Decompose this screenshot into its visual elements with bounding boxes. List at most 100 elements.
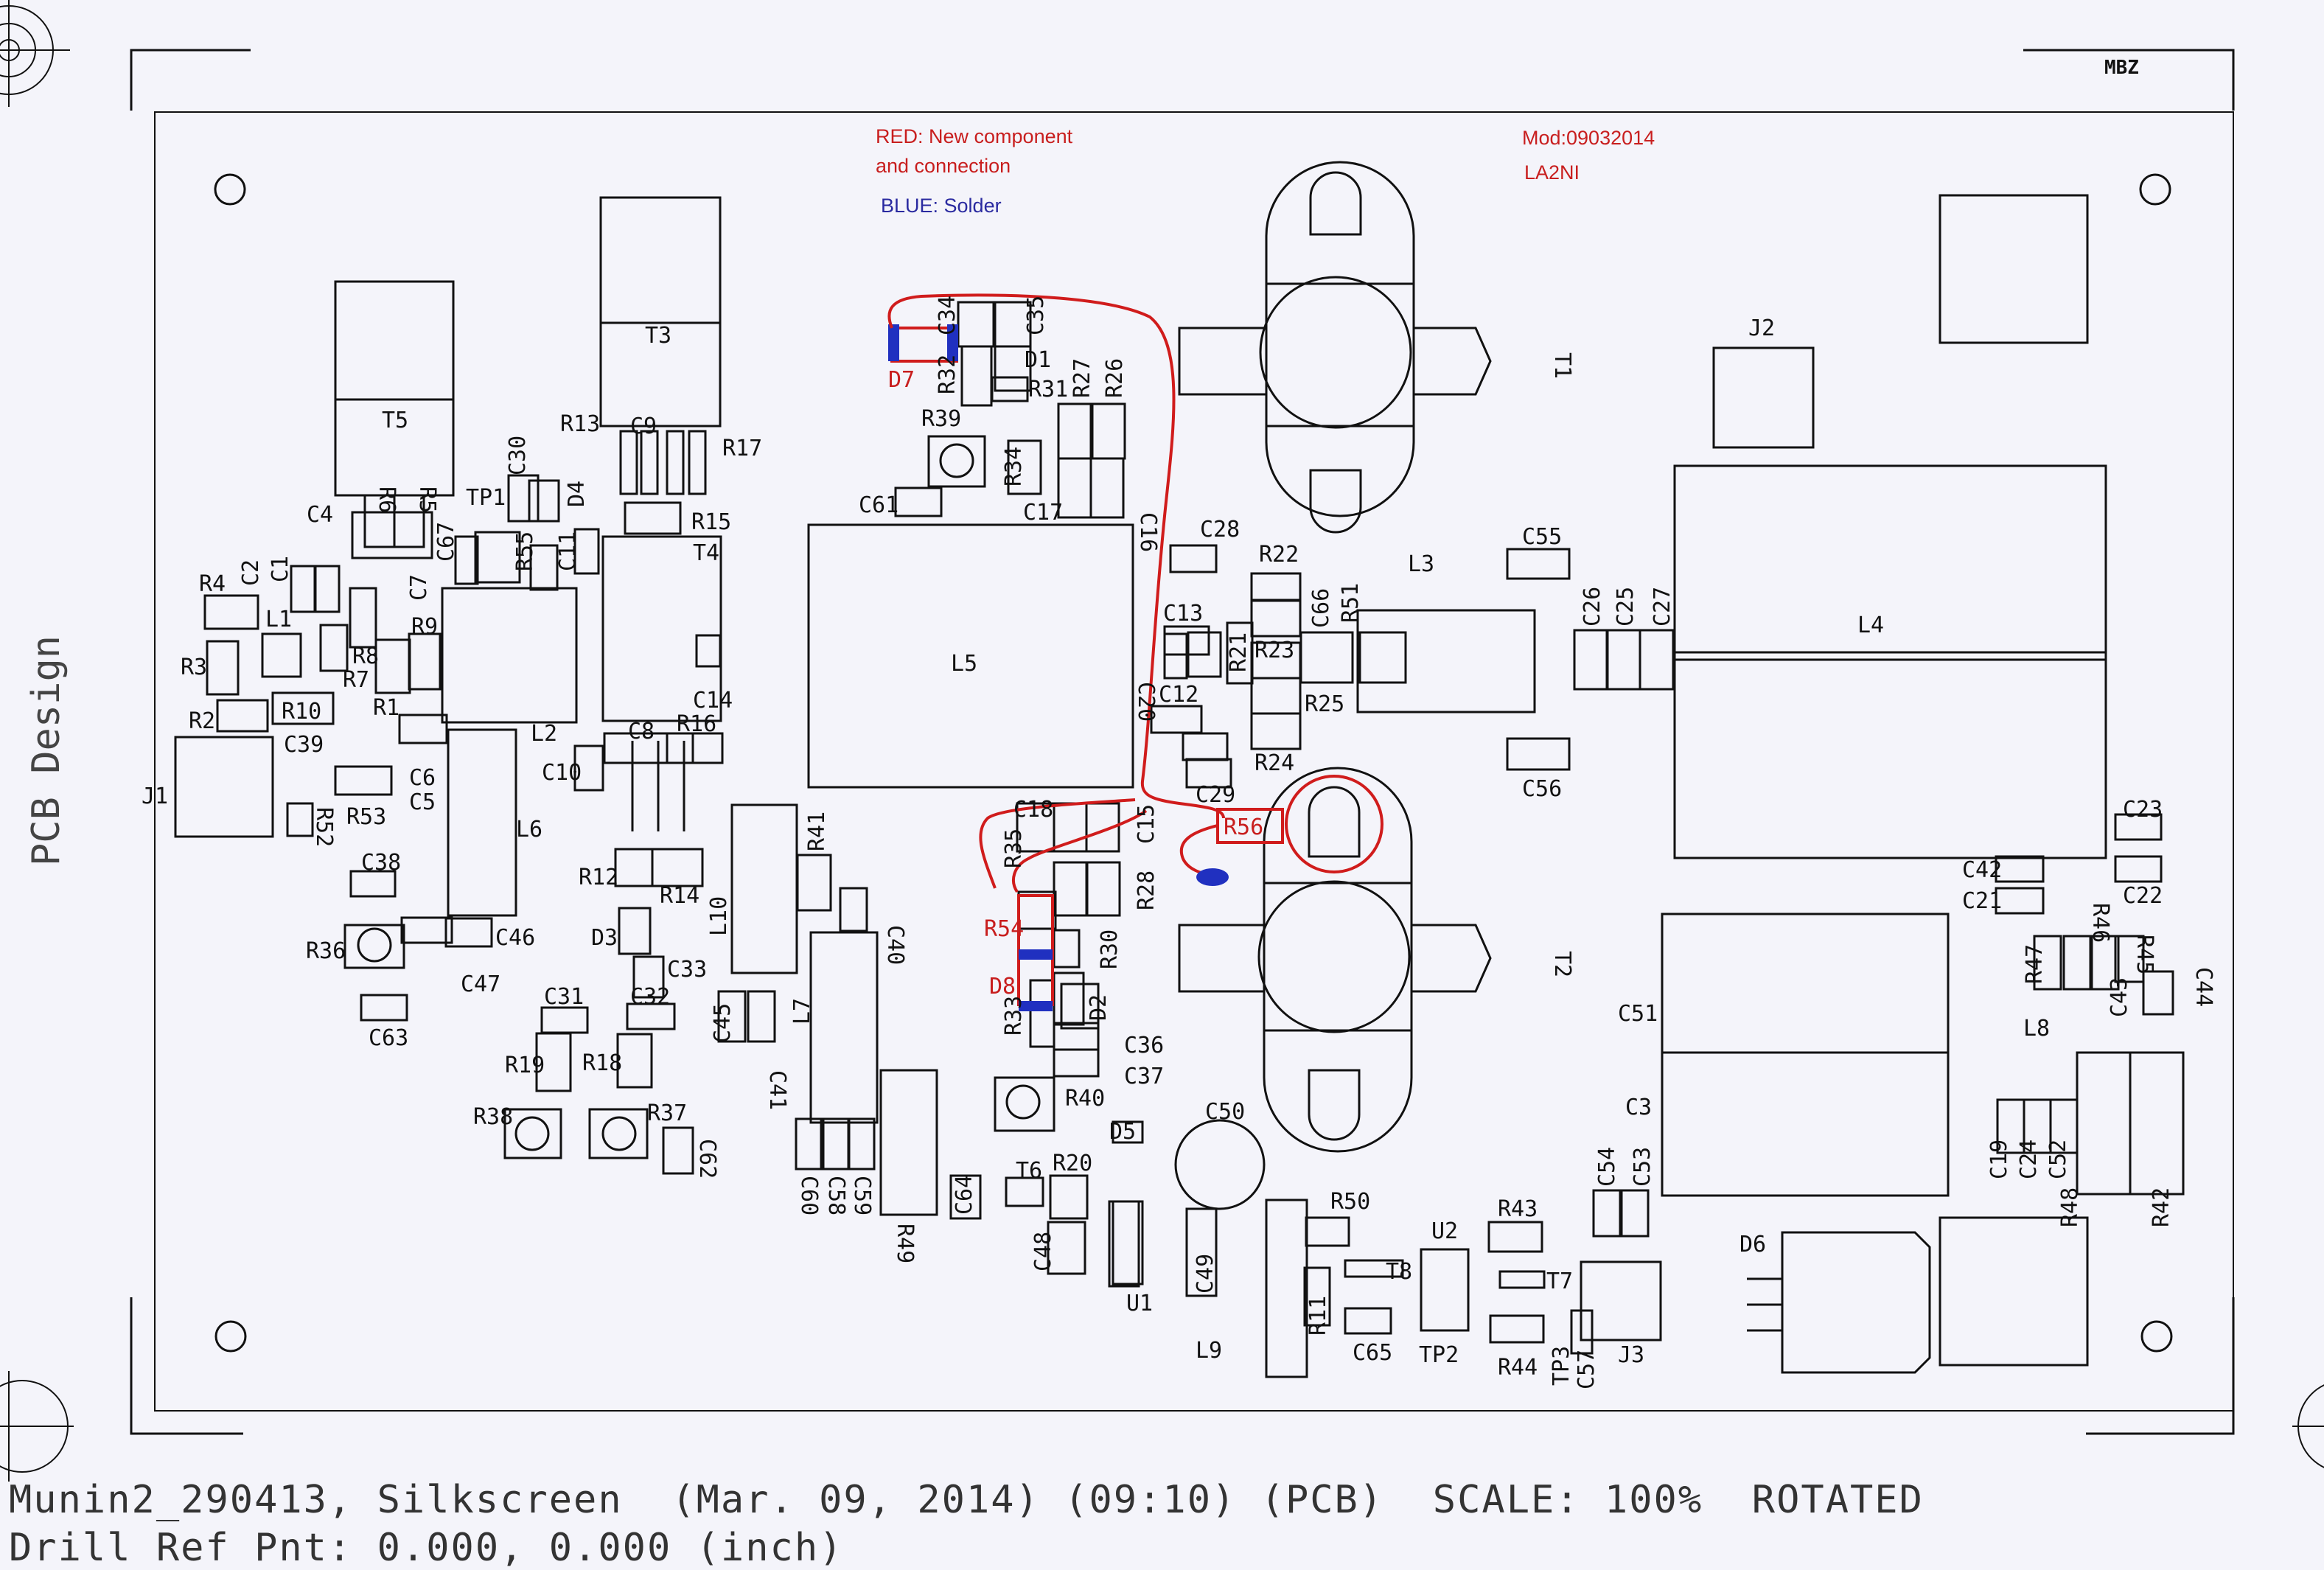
label-TP3: TP3 (1549, 1346, 1574, 1386)
label-C2: C2 (238, 559, 264, 586)
label-C5: C5 (409, 789, 436, 815)
label-R52: R52 (311, 807, 337, 847)
label-C64: C64 (952, 1175, 977, 1215)
label-R8: R8 (352, 643, 379, 669)
registration-mark-bottom-right (2292, 1384, 2324, 1468)
label-R3: R3 (181, 655, 207, 680)
label-C38: C38 (361, 850, 401, 876)
reference-designators: T5 T3 T4 T1 T2 T6 T7 T8 L1 L2 L3 L4 L5 L… (142, 296, 2216, 1389)
label-R51: R51 (1338, 583, 1364, 623)
label-R25: R25 (1305, 691, 1344, 717)
label-R39: R39 (921, 406, 961, 432)
label-R22: R22 (1259, 542, 1299, 568)
label-D5: D5 (1109, 1119, 1136, 1145)
label-D7: D7 (888, 367, 915, 393)
label-C59: C59 (849, 1176, 875, 1215)
label-L1: L1 (265, 607, 292, 632)
label-R7: R7 (343, 667, 369, 693)
mounting-holes (214, 173, 2173, 1353)
label-C55: C55 (1522, 524, 1562, 550)
modification-overlay (887, 293, 1383, 1011)
label-J3: J3 (1618, 1342, 1644, 1368)
label-U2: U2 (1431, 1218, 1458, 1244)
label-C23: C23 (2123, 797, 2163, 823)
label-R46: R46 (2087, 903, 2113, 943)
label-C60: C60 (796, 1176, 822, 1215)
label-R26: R26 (1102, 358, 1128, 398)
label-C20: C20 (1133, 682, 1159, 722)
label-C12: C12 (1159, 682, 1198, 708)
label-C62: C62 (694, 1139, 720, 1179)
label-C66: C66 (1308, 588, 1334, 628)
label-C9: C9 (630, 414, 657, 439)
corner-mark: MBZ (2104, 57, 2139, 79)
label-L9: L9 (1196, 1338, 1222, 1364)
label-R10: R10 (282, 699, 321, 725)
label-C54: C54 (1594, 1147, 1620, 1187)
label-C36: C36 (1124, 1033, 1164, 1058)
label-L5: L5 (951, 651, 977, 677)
label-U1: U1 (1126, 1291, 1153, 1316)
label-C58: C58 (823, 1176, 849, 1215)
label-R55: R55 (512, 531, 538, 571)
label-C15: C15 (1134, 804, 1159, 844)
label-R33: R33 (1001, 996, 1027, 1036)
legend-blue: BLUE: Solder (881, 195, 1002, 217)
label-C24: C24 (2016, 1140, 2042, 1179)
label-T8: T8 (1386, 1259, 1412, 1285)
label-L2: L2 (531, 721, 557, 747)
label-R2: R2 (189, 708, 215, 734)
label-D2: D2 (1086, 994, 1112, 1021)
label-C52: C52 (2045, 1140, 2071, 1179)
label-R27: R27 (1069, 358, 1095, 398)
label-C67: C67 (433, 522, 459, 562)
label-D3: D3 (591, 925, 618, 951)
label-R36: R36 (306, 938, 346, 964)
label-R24: R24 (1255, 750, 1294, 776)
label-R12: R12 (579, 865, 618, 890)
label-C57: C57 (1574, 1350, 1599, 1389)
transistor-t2 (1178, 767, 1492, 1153)
label-C22: C22 (2123, 883, 2163, 909)
label-R6: R6 (374, 486, 399, 513)
label-R20: R20 (1053, 1151, 1092, 1176)
label-R40: R40 (1065, 1086, 1105, 1112)
label-D8: D8 (989, 974, 1016, 999)
label-C14: C14 (693, 688, 733, 714)
label-D1: D1 (1025, 347, 1051, 373)
label-T6: T6 (1016, 1158, 1042, 1184)
label-C31: C31 (544, 984, 584, 1010)
label-R41: R41 (804, 812, 830, 851)
label-C40: C40 (882, 925, 908, 965)
label-R19: R19 (505, 1053, 545, 1078)
label-C21: C21 (1962, 888, 2002, 914)
label-R56: R56 (1224, 814, 1263, 840)
label-C53: C53 (1630, 1147, 1655, 1187)
label-R13: R13 (560, 411, 600, 437)
registration-mark-top-left (0, 0, 70, 107)
label-C32: C32 (630, 984, 670, 1010)
label-R17: R17 (722, 436, 762, 461)
label-C50: C50 (1205, 1099, 1245, 1125)
label-C43: C43 (2107, 977, 2132, 1017)
label-C19: C19 (1986, 1140, 2012, 1179)
label-R5: R5 (414, 486, 440, 513)
label-R48: R48 (2057, 1187, 2083, 1227)
label-C28: C28 (1200, 517, 1240, 542)
label-R49: R49 (892, 1224, 918, 1263)
label-R23: R23 (1255, 638, 1294, 663)
footer-line-2: Drill Ref Pnt: 0.000, 0.000 (inch) (9, 1526, 844, 1570)
label-C8: C8 (628, 719, 655, 744)
component-outlines-center (807, 301, 1675, 1378)
label-R35: R35 (1001, 828, 1027, 868)
label-R15: R15 (691, 509, 731, 535)
label-C61: C61 (859, 492, 898, 518)
label-L4: L4 (1857, 613, 1884, 638)
label-C30: C30 (505, 436, 531, 475)
label-C1: C1 (268, 556, 293, 582)
label-R42: R42 (2149, 1187, 2174, 1227)
label-L7: L7 (789, 998, 815, 1025)
label-C17: C17 (1023, 500, 1063, 526)
legend-author: LA2NI (1524, 161, 1580, 184)
label-R53: R53 (346, 804, 386, 830)
